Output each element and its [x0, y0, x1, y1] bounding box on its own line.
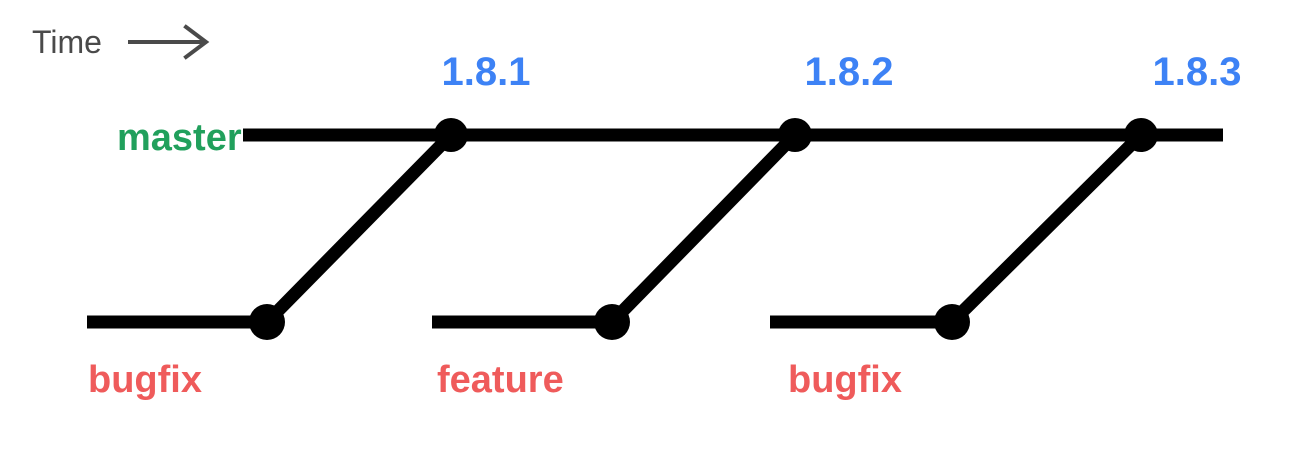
merge-line-feature [607, 130, 800, 327]
merge-line-bugfix-2 [947, 130, 1146, 327]
master-branch-label: master [117, 117, 242, 159]
time-axis-label: Time [32, 24, 102, 60]
commit-node-feature[interactable] [594, 304, 630, 340]
release-node-1.8.2[interactable] [778, 118, 812, 152]
branch-label-bugfix-2: bugfix [788, 359, 902, 401]
release-tag-1.8.2: 1.8.2 [804, 50, 894, 94]
commit-node-bugfix-1[interactable] [249, 304, 285, 340]
release-node-1.8.1[interactable] [434, 118, 468, 152]
branch-label-bugfix-1: bugfix [88, 359, 202, 401]
release-tag-1.8.1: 1.8.1 [441, 50, 531, 94]
commit-node-bugfix-2[interactable] [934, 304, 970, 340]
time-arrow-icon [128, 24, 210, 60]
branch-label-feature: feature [437, 359, 564, 401]
release-tag-1.8.3: 1.8.3 [1152, 50, 1242, 94]
release-node-1.8.3[interactable] [1124, 118, 1158, 152]
merge-line-bugfix-1 [262, 130, 456, 327]
